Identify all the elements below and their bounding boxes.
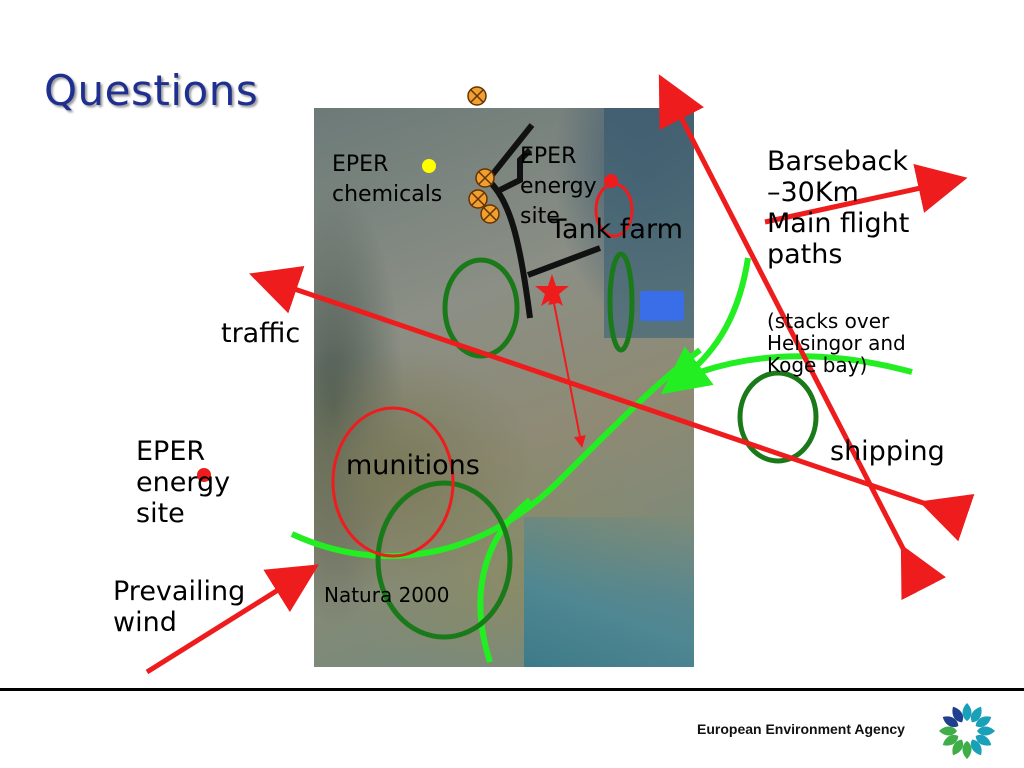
stacks-label: (stacks over Helsingor and Koge bay) [767, 309, 906, 377]
natura-ring-east [737, 370, 819, 464]
slide-title: Questions [44, 66, 259, 115]
eea-logo-icon [939, 703, 995, 759]
eper-energy-site-top-label: EPER energy site [520, 144, 597, 229]
traffic-label: traffic [221, 318, 301, 349]
eper-chemical-dot [422, 159, 436, 173]
pipeline-3 [526, 245, 602, 278]
cross-marker-icon [468, 189, 488, 209]
eper-energy-dot-left [197, 468, 211, 482]
agency-name: European Environment Agency [697, 721, 905, 737]
shipping-label: shipping [830, 436, 945, 467]
barseback-label: Barseback –30Km Main flight paths [767, 146, 910, 270]
cross-marker-icon [475, 168, 495, 188]
cross-marker-icon [467, 86, 487, 106]
munitions-label: munitions [346, 450, 480, 481]
flight-path-arrow [658, 74, 946, 601]
star-icon [535, 274, 569, 306]
distance-arrow [548, 292, 586, 448]
tank-farm-label: Tank farm [550, 214, 683, 245]
eper-chemical-label: EPER chemicals [332, 152, 443, 207]
natura-2000-label: Natura 2000 [324, 583, 450, 607]
blue-block [640, 291, 684, 321]
eper-energy-dot-top [604, 174, 618, 188]
pipeline-2 [498, 147, 533, 193]
cross-marker-icon [480, 204, 500, 224]
prevailing-wind-arrow [145, 564, 319, 675]
natura-ring-tank [607, 251, 635, 353]
barseback-arrow [764, 163, 968, 225]
prevailing-wind-label: Prevailing wind [113, 576, 246, 638]
eper-energy-site-left-label: EPER energy site [136, 436, 231, 529]
footer-rule [0, 688, 1024, 691]
